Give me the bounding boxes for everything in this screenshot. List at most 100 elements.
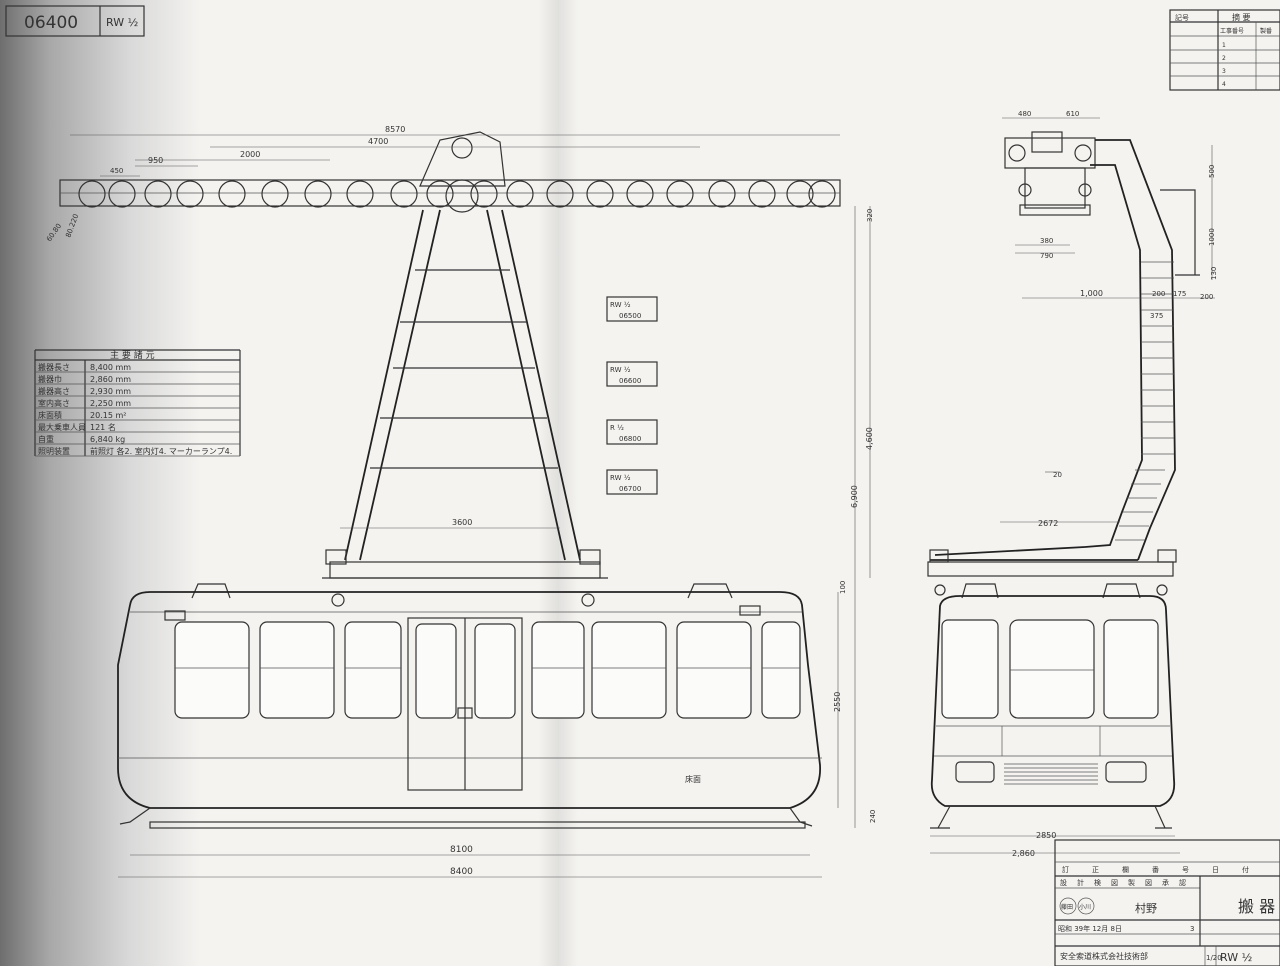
dim-right-a: 130 bbox=[1210, 267, 1218, 280]
title-block-role: 承 bbox=[1162, 878, 1169, 887]
spec-value: 前照灯 各2. 室内灯4. マーカーランプ4. bbox=[90, 446, 232, 456]
dim-left-b: 950 bbox=[148, 156, 163, 165]
sheet-code-ref: RW ½ bbox=[106, 16, 138, 29]
spec-label: 最大乗車人員 bbox=[38, 422, 86, 432]
seal-a: 藤田 bbox=[1061, 903, 1073, 911]
ref-label-series: RW ½ bbox=[610, 474, 631, 482]
carriage-wheel bbox=[261, 180, 289, 208]
side-elevation: 床面 bbox=[59, 131, 841, 829]
carriage-wheel bbox=[748, 180, 776, 208]
drawing-number: RW ½ bbox=[1220, 951, 1252, 964]
floor-label: 床面 bbox=[685, 774, 701, 784]
carriage-wheel bbox=[708, 180, 736, 208]
dim-wheel-b: 80.220 bbox=[64, 213, 80, 239]
revision-row-number: 4 bbox=[1222, 81, 1226, 88]
dim-width-a: 2850 bbox=[1036, 831, 1056, 840]
dim-length-b: 8400 bbox=[450, 867, 473, 877]
dim-front-h-a: 500 bbox=[1208, 165, 1216, 178]
cabin-window bbox=[531, 621, 585, 719]
cabin-window bbox=[344, 621, 402, 719]
spec-value: 2,930 mm bbox=[90, 387, 131, 396]
ref-label-box bbox=[606, 296, 658, 322]
spec-value: 121 名 bbox=[90, 422, 116, 432]
carriage-wheel bbox=[786, 180, 814, 208]
dim-inner: 4700 bbox=[368, 137, 388, 146]
dim-arm: 1,000 bbox=[1080, 289, 1103, 298]
dim-gap: 240 bbox=[869, 810, 877, 823]
dim-front-h-b: 1000 bbox=[1208, 228, 1216, 246]
dim-left-c: 450 bbox=[110, 167, 123, 175]
cabin-window bbox=[174, 621, 250, 719]
revision-header-a: 記号 bbox=[1175, 13, 1189, 22]
carriage-wheel bbox=[144, 180, 172, 208]
title-block-header: 訂 bbox=[1062, 865, 1069, 874]
title-block-header: 付 bbox=[1242, 865, 1249, 874]
carriage-wheel bbox=[426, 180, 454, 208]
drawn-by: 村野 bbox=[1135, 901, 1157, 915]
spec-label: 自重 bbox=[38, 434, 54, 444]
title-block-header: 正 bbox=[1092, 866, 1099, 874]
spec-label: 照明装置 bbox=[38, 446, 70, 456]
carriage-wheel bbox=[666, 180, 694, 208]
seal-b: 小川 bbox=[1079, 903, 1091, 911]
sheet-total: 3 bbox=[1190, 925, 1194, 933]
title-block-role: 図 bbox=[1111, 879, 1118, 887]
title-block-role: 認 bbox=[1179, 878, 1186, 887]
spec-value: 6,840 kg bbox=[90, 435, 125, 444]
front-dimensions: 480 610 380 790 500 1000 130 1,000 200 1… bbox=[930, 110, 1218, 858]
carriage-wheel bbox=[808, 180, 836, 208]
sheet-code: 06400 bbox=[24, 13, 78, 33]
carriage-wheel bbox=[108, 180, 136, 208]
side-dimensions: 8570 4700 2000 950 450 60.80 80.220 3600… bbox=[45, 125, 877, 878]
title-block-role: 製 bbox=[1128, 878, 1135, 887]
spec-label: 搬器長さ bbox=[38, 362, 70, 372]
scan-shadow bbox=[0, 0, 200, 966]
ref-label-box bbox=[606, 419, 658, 445]
cabin-window bbox=[761, 621, 801, 719]
carriage-wheel bbox=[390, 180, 418, 208]
spec-label: 床面積 bbox=[38, 410, 62, 420]
carriage-wheel bbox=[78, 180, 106, 208]
dim-curve: 2672 bbox=[1038, 519, 1058, 528]
ref-label-code: 06600 bbox=[619, 377, 641, 385]
title-block-role: 設 bbox=[1060, 878, 1067, 887]
ref-label-series: RW ½ bbox=[610, 366, 631, 374]
title-block-role: 図 bbox=[1145, 879, 1152, 887]
dim-body-height: 2550 bbox=[833, 692, 842, 712]
sheet-code-stamp: 06400 RW ½ bbox=[5, 5, 145, 37]
carriage-wheel bbox=[176, 180, 204, 208]
dim-hanger-base: 3600 bbox=[452, 518, 472, 527]
dim-top-total: 8570 bbox=[385, 125, 405, 134]
dim-small-b: 100 bbox=[839, 581, 847, 594]
company-name: 安全索道株式会社技術部 bbox=[1060, 951, 1148, 961]
title-block-header: 番 bbox=[1152, 866, 1159, 874]
carriage-wheel bbox=[506, 180, 534, 208]
cabin-window bbox=[259, 621, 335, 719]
ref-label-series: RW ½ bbox=[610, 301, 631, 309]
dim-length-a: 8100 bbox=[450, 845, 473, 855]
ref-label-box bbox=[606, 361, 658, 387]
ref-label-code: 06800 bbox=[619, 435, 641, 443]
ref-label-code: 06700 bbox=[619, 485, 641, 493]
spec-value: 8,400 mm bbox=[90, 363, 131, 372]
page-fold bbox=[538, 0, 578, 966]
dim-arm-a: 200 bbox=[1152, 290, 1165, 298]
carriage-wheel bbox=[218, 180, 246, 208]
dim-width-b: 2,860 bbox=[1012, 849, 1035, 858]
dim-front-top-b: 610 bbox=[1066, 110, 1079, 118]
revision-row-number: 2 bbox=[1222, 55, 1226, 62]
title-block-header: 号 bbox=[1182, 866, 1189, 874]
spec-label: 搬器巾 bbox=[38, 374, 62, 384]
revision-row-number: 1 bbox=[1222, 42, 1226, 49]
cabin-window bbox=[591, 621, 667, 719]
spec-value: 20.15 m² bbox=[90, 411, 126, 420]
title-block-header: 欄 bbox=[1122, 865, 1129, 874]
ref-label-box bbox=[606, 469, 658, 495]
title-block: 訂正欄番号日付 設計検図製図承認 藤田 小川 村野 昭和 39年 12月 8日 … bbox=[1054, 839, 1280, 966]
dim-arm-b: 175 bbox=[1173, 290, 1186, 298]
title-block-header: 日 bbox=[1212, 866, 1219, 874]
revision-header-b: 摘 要 bbox=[1232, 12, 1251, 22]
